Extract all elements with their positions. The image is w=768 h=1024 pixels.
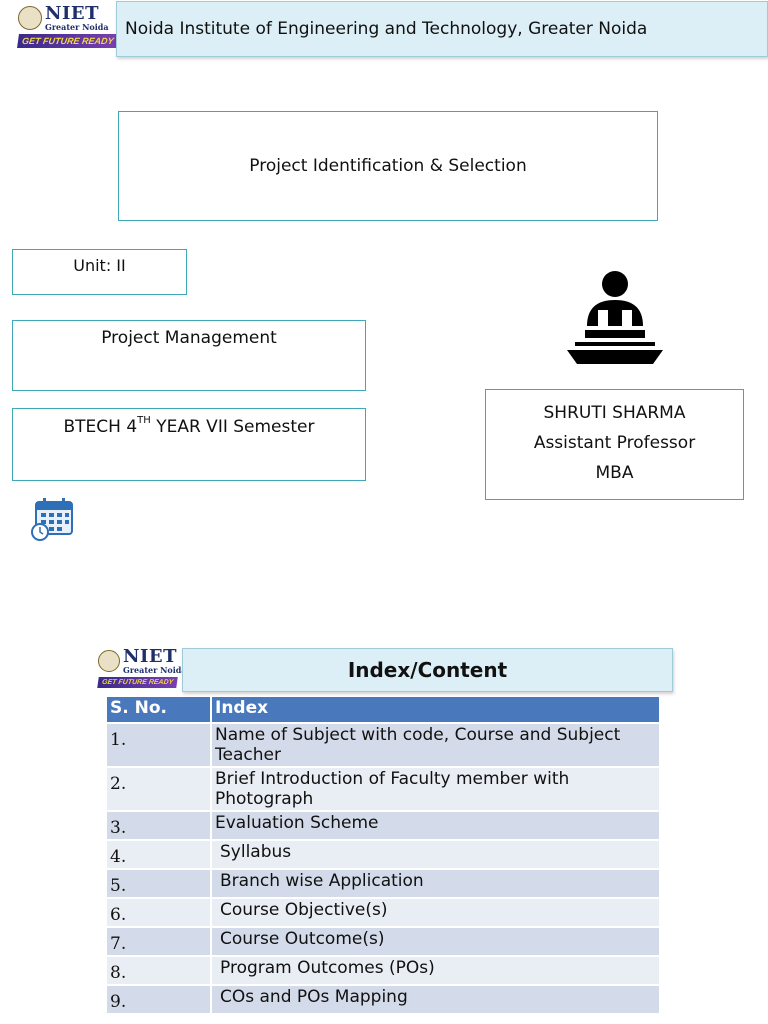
table-row: 9. COs and POs Mapping <box>107 986 661 1015</box>
row-sno: 5. <box>107 870 212 899</box>
index-title-bar: Index/Content <box>182 648 673 692</box>
logo-subtitle: Greater Noida <box>123 665 187 675</box>
table-row: 1. Name of Subject with code, Course and… <box>107 724 661 768</box>
logo-subtitle: Greater Noida <box>45 22 109 32</box>
row-text: COs and POs Mapping <box>212 986 661 1015</box>
row-sno: 7. <box>107 928 212 957</box>
teacher-department: MBA <box>595 463 634 483</box>
speaker-podium-icon <box>567 271 663 364</box>
row-text: Program Outcomes (POs) <box>212 957 661 986</box>
teacher-designation: Assistant Professor <box>533 433 696 453</box>
table-row: 2. Brief Introduction of Faculty member … <box>107 768 661 812</box>
column-header-sno: S. No. <box>107 697 212 724</box>
subject-name: Project Management <box>101 328 277 348</box>
niet-logo: NIET Greater Noida GET FUTURE READY <box>17 3 119 48</box>
row-sno: 2. <box>107 768 212 812</box>
row-text: Course Outcome(s) <box>212 928 661 957</box>
row-sno: 8. <box>107 957 212 986</box>
table-row: 5. Branch wise Application <box>107 870 661 899</box>
row-text: Branch wise Application <box>212 870 661 899</box>
institute-name: Noida Institute of Engineering and Techn… <box>125 19 648 39</box>
index-title: Index/Content <box>347 658 508 682</box>
row-text: Syllabus <box>212 841 661 870</box>
table-row: 4. Syllabus <box>107 841 661 870</box>
logo-banner: GET FUTURE READY <box>17 34 119 48</box>
table-row: 8. Program Outcomes (POs) <box>107 957 661 986</box>
teacher-box: SHRUTI SHARMA Assistant Professor MBA <box>485 389 744 500</box>
row-text: Brief Introduction of Faculty member wit… <box>212 768 661 812</box>
row-sno: 6. <box>107 899 212 928</box>
table-row: 6. Course Objective(s) <box>107 899 661 928</box>
row-sno: 3. <box>107 812 212 841</box>
slide-title-box: Project Identification & Selection <box>118 111 658 221</box>
institute-header: Noida Institute of Engineering and Techn… <box>116 1 768 57</box>
subject-box: Project Management <box>12 320 366 391</box>
unit-box: Unit: II <box>12 249 187 295</box>
index-table: S. No. Index 1. Name of Subject with cod… <box>107 697 661 1015</box>
table-row: 3. Evaluation Scheme <box>107 812 661 841</box>
column-header-index: Index <box>212 697 661 724</box>
row-text: Evaluation Scheme <box>212 812 661 841</box>
teacher-name: SHRUTI SHARMA <box>543 403 686 423</box>
row-text: Name of Subject with code, Course and Su… <box>212 724 661 768</box>
row-sno: 1. <box>107 724 212 768</box>
slide-title: Project Identification & Selection <box>249 156 527 176</box>
year-box: BTECH 4TH YEAR VII Semester <box>12 408 366 481</box>
row-sno: 9. <box>107 986 212 1015</box>
niet-seal-icon <box>98 650 120 672</box>
logo-banner: GET FUTURE READY <box>97 677 178 688</box>
year-label: BTECH 4TH YEAR VII Semester <box>63 415 315 437</box>
table-row: 7. Course Outcome(s) <box>107 928 661 957</box>
niet-logo-small: NIET Greater Noida GET FUTURE READY <box>97 646 187 688</box>
unit-label: Unit: II <box>73 256 126 275</box>
row-sno: 4. <box>107 841 212 870</box>
niet-seal-icon <box>18 6 42 30</box>
calendar-clock-icon <box>31 498 73 541</box>
logo-name: NIET <box>45 3 99 24</box>
row-text: Course Objective(s) <box>212 899 661 928</box>
logo-name: NIET <box>123 646 177 667</box>
table-header-row: S. No. Index <box>107 697 661 724</box>
